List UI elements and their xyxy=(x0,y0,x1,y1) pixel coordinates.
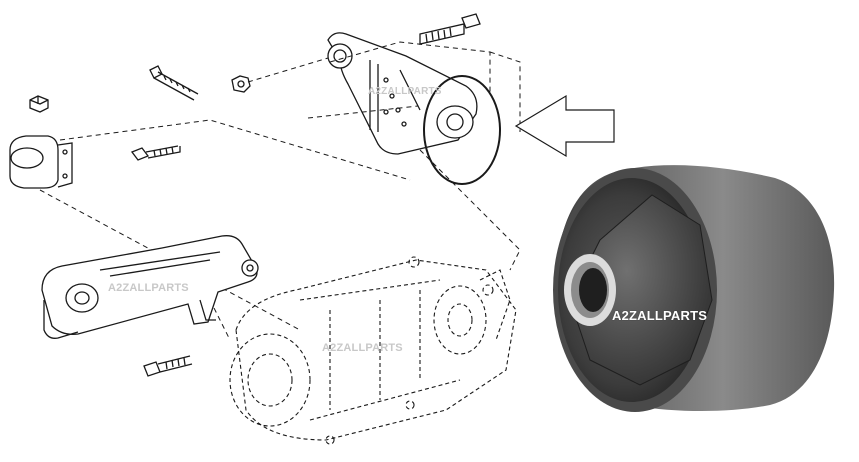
watermark-left: A2ZALLPARTS xyxy=(108,282,189,294)
transfer-case xyxy=(229,256,517,445)
callout-circle xyxy=(423,75,501,185)
watermark-photo: A2ZALLPARTS xyxy=(612,308,708,323)
upper-mount-bracket xyxy=(327,32,478,155)
watermark-top: A2ZALLPARTS xyxy=(368,86,442,97)
lower-mount-arm xyxy=(41,235,259,339)
lower-bolt xyxy=(143,355,193,377)
small-nut xyxy=(29,95,49,113)
short-bolt xyxy=(130,145,181,161)
long-bolt-top xyxy=(149,65,199,101)
upper-bolt xyxy=(419,13,481,45)
hex-nut xyxy=(231,75,251,93)
bushing-photo xyxy=(553,165,835,412)
watermark-bottom: A2ZALLPARTS xyxy=(322,342,403,354)
engine-mount-block xyxy=(9,135,73,189)
pointer-arrow xyxy=(514,94,615,158)
line-drawing xyxy=(9,13,615,445)
